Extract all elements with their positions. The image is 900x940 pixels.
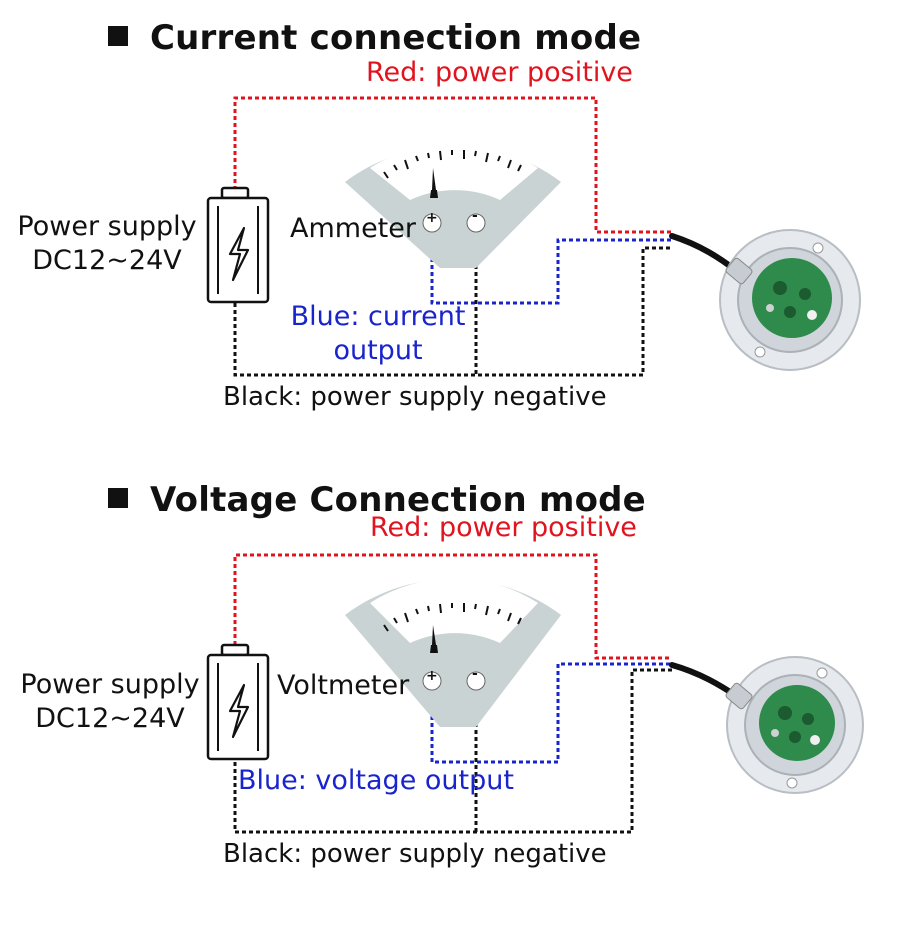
voltage-wiring-diagram: [206, 553, 864, 834]
meter-label: Ammeter: [290, 213, 416, 244]
section-title: Current connection mode: [108, 18, 641, 58]
current-connection-section: Current connection mode Red: power posit…: [0, 0, 900, 460]
plus-terminal: [422, 671, 442, 691]
ammeter-meter: [345, 143, 561, 268]
minus-terminal: [466, 213, 486, 233]
section-title-text: Voltage Connection mode: [150, 480, 646, 520]
meter-needle-icon: [430, 168, 438, 198]
power-supply-label-line2: DC12~24V: [32, 245, 182, 276]
power-supply-label: Power supply DC12~24V: [18, 668, 202, 736]
plus-terminal-label: +: [426, 210, 438, 226]
minus-terminal-label: -: [472, 666, 478, 682]
power-supply-label-line2: DC12~24V: [35, 703, 185, 734]
black-wire-label: Black: power supply negative: [223, 382, 607, 412]
battery-icon: [206, 186, 270, 304]
power-supply-label-line1: Power supply: [20, 669, 200, 700]
blue-wire: [430, 230, 672, 305]
power-supply-label-line1: Power supply: [17, 211, 197, 242]
red-wire: [233, 553, 672, 660]
blue-wire-label: Blue: voltage output: [238, 765, 514, 796]
battery-icon: [206, 643, 270, 761]
red-wire: [233, 96, 672, 234]
lightning-bolt-icon: [228, 683, 250, 739]
meter-label: Voltmeter: [277, 670, 410, 701]
black-wire: [233, 246, 672, 377]
plus-terminal-label: +: [426, 668, 438, 684]
sensor-device-icon: [669, 656, 864, 794]
red-wire-label: Red: power positive: [370, 512, 637, 543]
section-title: Voltage Connection mode: [108, 480, 646, 520]
voltmeter-meter: [345, 578, 561, 727]
red-wire-label: Red: power positive: [366, 57, 633, 88]
minus-terminal-label: -: [472, 208, 478, 224]
bullet-square-icon: [108, 26, 128, 46]
bullet-square-icon: [108, 488, 128, 508]
black-wire-label: Black: power supply negative: [223, 839, 607, 869]
power-supply-label: Power supply DC12~24V: [16, 210, 198, 278]
plus-terminal: [422, 213, 442, 233]
voltage-connection-section: Voltage Connection mode Red: power posit…: [0, 465, 900, 925]
blue-wire-label: Blue: current output: [290, 301, 466, 366]
section-title-text: Current connection mode: [150, 18, 642, 58]
meter-needle-icon: [430, 625, 438, 653]
sensor-device-icon: [669, 229, 861, 371]
blue-wire: [430, 662, 672, 764]
current-wiring-diagram: [206, 96, 861, 377]
lightning-bolt-icon: [228, 226, 250, 282]
minus-terminal: [466, 671, 486, 691]
